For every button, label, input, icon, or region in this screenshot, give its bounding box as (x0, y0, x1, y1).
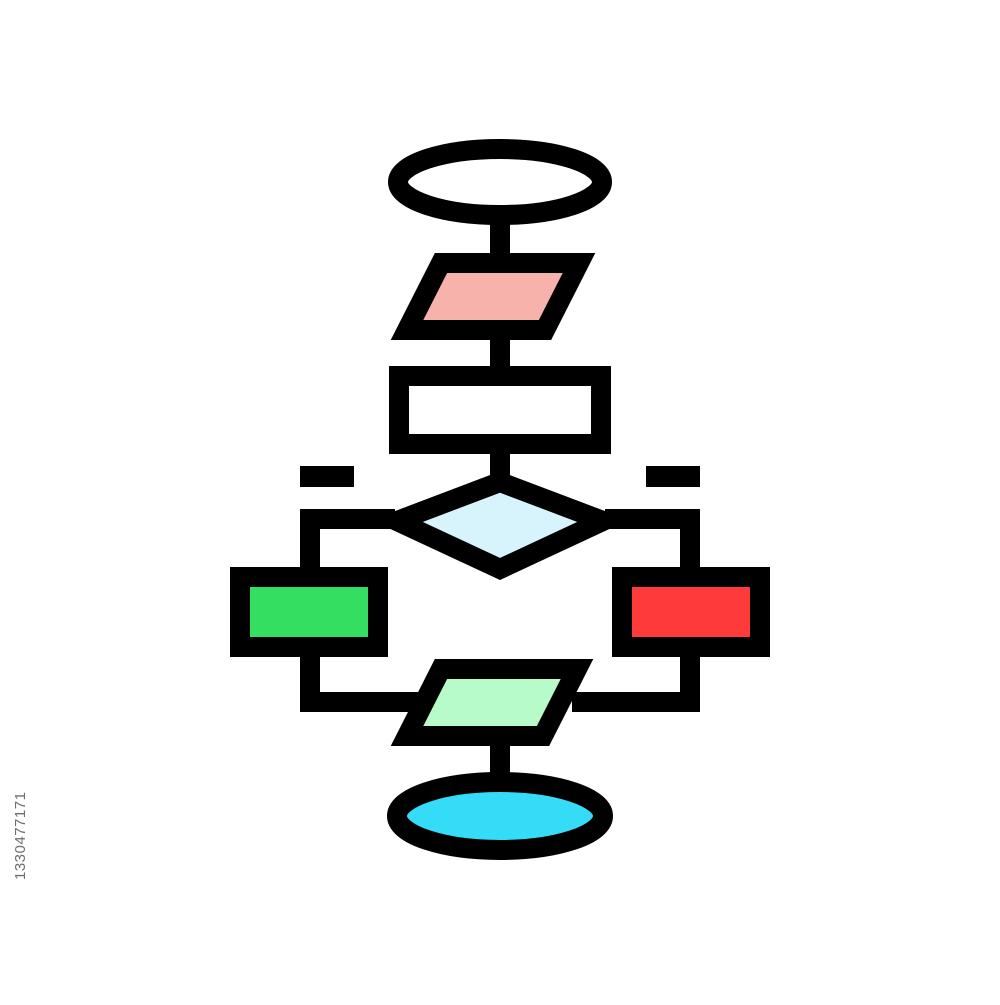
stock-id-watermark: 1330477171 (12, 791, 29, 880)
decision-diamond-shape (371, 471, 629, 581)
branch-dash-left (300, 466, 354, 487)
end-terminal-shape (387, 772, 613, 860)
output-parallelogram-shape (390, 659, 594, 746)
connector-decision-left (300, 509, 395, 572)
connector-decision-right (605, 509, 700, 572)
process-box-shape (389, 366, 611, 454)
connector-right-to-output (572, 655, 700, 712)
input-parallelogram-shape (390, 253, 596, 340)
yes-branch-box-shape (230, 567, 388, 657)
start-terminal-shape (388, 139, 612, 225)
connector-left-to-output (300, 655, 430, 712)
no-branch-box-shape (612, 567, 770, 657)
branch-dash-right (646, 466, 700, 487)
